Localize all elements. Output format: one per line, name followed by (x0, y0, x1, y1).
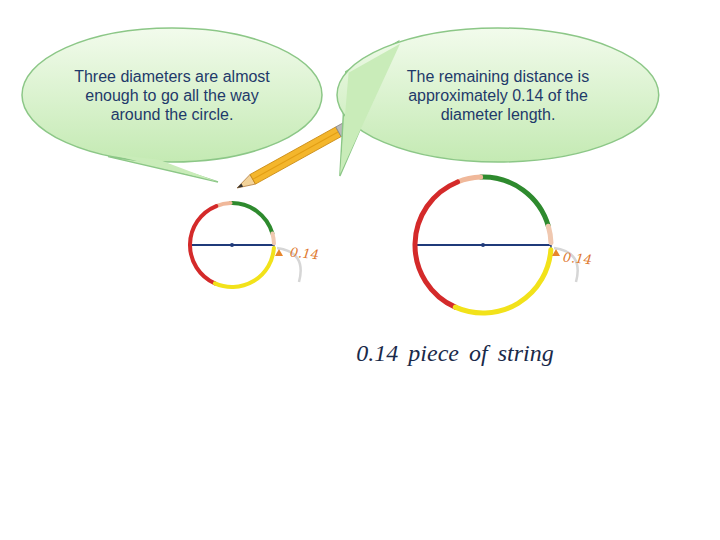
caption-text: 0.14 piece of string (356, 340, 553, 367)
circle-figure (190, 203, 301, 287)
measure-label: 0.14 (289, 245, 319, 263)
speech-bubble: The remaining distance is approximately … (336, 27, 660, 163)
bubble-text: The remaining distance is approximately … (391, 67, 606, 124)
measure-label: 0.14 (562, 250, 592, 268)
bubble-text: Three diameters are almost enough to go … (72, 67, 272, 124)
circle-figure (415, 177, 578, 313)
speech-bubble: Three diameters are almost enough to go … (21, 27, 323, 163)
